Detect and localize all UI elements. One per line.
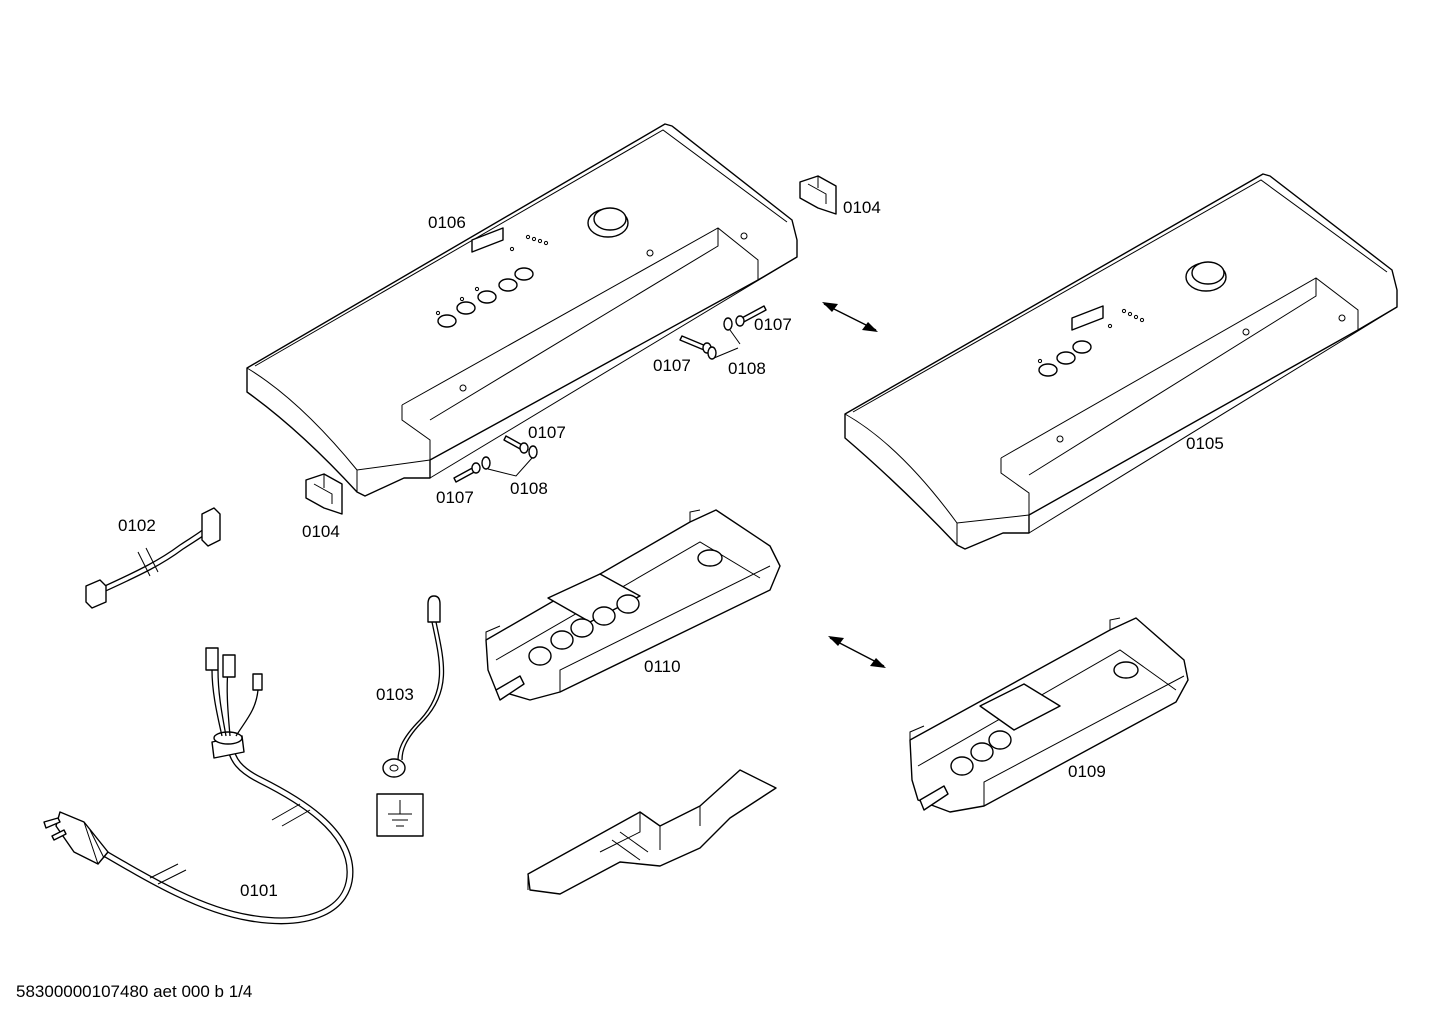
label-0106: 0106 [428, 213, 466, 232]
label-0103: 0103 [376, 685, 414, 704]
mounting-bracket [527, 769, 777, 895]
label-0108-a: 0108 [728, 359, 766, 378]
washers-0108-lower [481, 445, 538, 477]
label-0104-top: 0104 [843, 198, 881, 217]
label-0104-bottom: 0104 [302, 522, 340, 541]
label-0105: 0105 [1186, 434, 1224, 453]
drawing-number: 58300000107480 aet 000 b 1/4 [16, 982, 252, 1001]
label-0101: 0101 [240, 881, 278, 900]
label-0107-c: 0107 [528, 423, 566, 442]
electronic-module-0109 [909, 617, 1189, 813]
clip-0104-top [799, 175, 837, 215]
washers-0108-upper [707, 317, 741, 360]
ground-wire-0103 [382, 595, 445, 778]
label-0108-b: 0108 [510, 479, 548, 498]
ground-symbol-icon [376, 793, 424, 837]
screw-0107-lower-right [503, 435, 529, 454]
label-0109: 0109 [1068, 762, 1106, 781]
screw-0107-upper-left [679, 335, 712, 354]
label-0107-a: 0107 [754, 315, 792, 334]
wire-harness-0102 [85, 507, 221, 609]
electronic-module-0110 [485, 509, 781, 701]
double-arrow-upper-icon [822, 302, 878, 332]
screw-0107-upper-right [735, 305, 767, 327]
double-arrow-lower-icon [828, 636, 886, 668]
clip-0104-bottom [305, 473, 343, 515]
label-0107-b: 0107 [653, 356, 691, 375]
label-0102: 0102 [118, 516, 156, 535]
screw-0107-lower-left [453, 462, 481, 483]
label-0110: 0110 [644, 657, 681, 676]
control-panel-0106 [246, 123, 798, 497]
power-cord-0101 [43, 647, 354, 925]
label-0107-d: 0107 [436, 488, 474, 507]
control-panel-0105 [844, 173, 1398, 550]
